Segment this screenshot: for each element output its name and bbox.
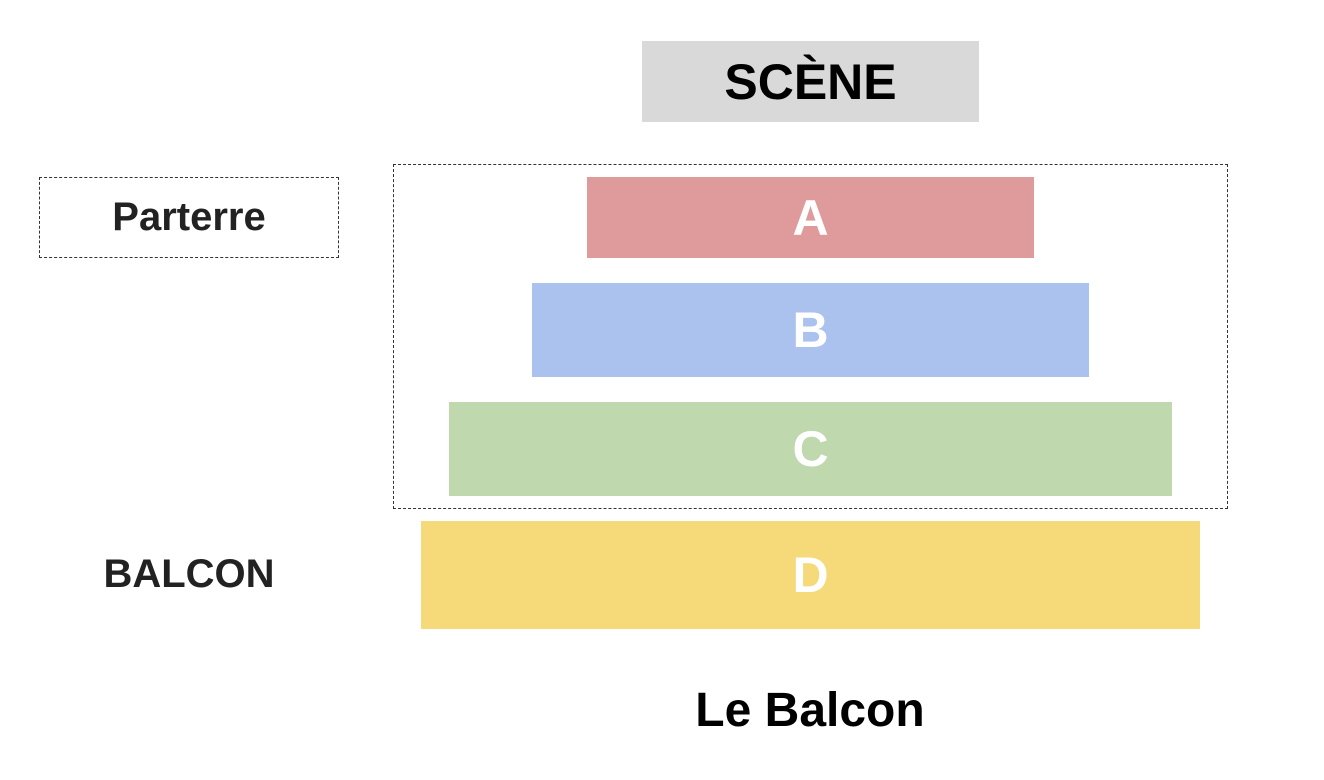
balcon-level-label-box: BALCON xyxy=(39,534,339,615)
balcon-level-label: BALCON xyxy=(103,552,275,596)
stage-label: SCÈNE xyxy=(724,53,897,110)
section-b-label: B xyxy=(792,302,829,358)
section-d-label: D xyxy=(792,547,829,603)
venue-title-text: Le Balcon xyxy=(695,683,925,737)
parterre-level-label: Parterre xyxy=(112,195,266,239)
parterre-level-box: Parterre xyxy=(39,177,339,258)
section-a-label: A xyxy=(792,189,829,246)
section-b[interactable]: B xyxy=(532,283,1089,377)
section-c[interactable]: C xyxy=(449,402,1172,496)
section-d[interactable]: D xyxy=(421,521,1200,629)
section-c-label: C xyxy=(792,421,829,477)
stage-block: SCÈNE xyxy=(642,41,979,122)
section-a[interactable]: A xyxy=(587,177,1034,258)
parterre-zone-outline xyxy=(393,164,1228,509)
venue-title: Le Balcon xyxy=(560,675,1060,745)
